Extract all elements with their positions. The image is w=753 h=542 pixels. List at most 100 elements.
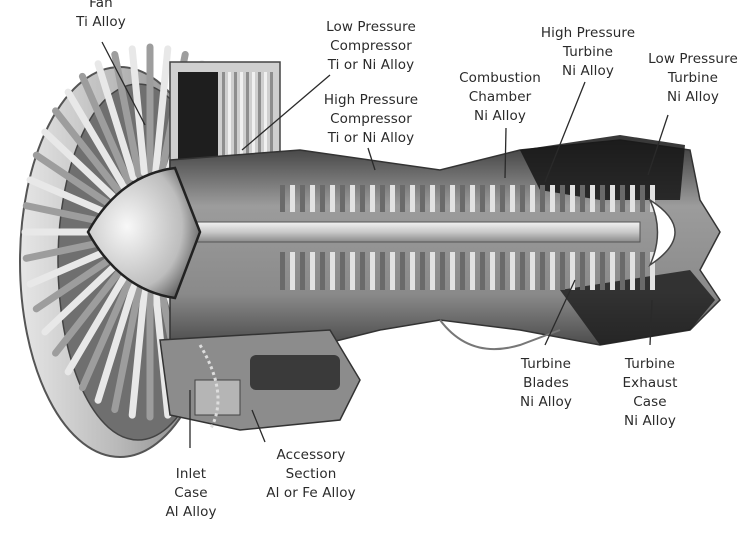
core-stage-blade (550, 252, 555, 290)
core-stage-blade (310, 185, 315, 212)
core-stage-blade (330, 252, 335, 290)
core-stage-blade (450, 185, 455, 212)
leader-lines (101, 41, 669, 448)
core-stage-blade (410, 252, 415, 290)
leader-low-pressure-compressor (241, 74, 331, 151)
core-stage-blade (470, 185, 475, 212)
core-stage-blade (580, 252, 585, 290)
core-stage-blade (410, 185, 415, 212)
core-stage-blade (470, 252, 475, 290)
label-line: Ni Alloy (520, 394, 572, 410)
leader-accessory-section (251, 409, 266, 443)
label-line: Turbine (562, 44, 614, 60)
core-stage-blade (360, 252, 365, 290)
label-line: Turbine (624, 356, 676, 372)
label-combustion-chamber: Combustion Chamber Ni Alloy (445, 69, 555, 126)
label-line: Inlet (175, 466, 207, 482)
core-stage-blade (430, 252, 435, 290)
core-stage-blade (400, 252, 405, 290)
core-stage-blade (440, 252, 445, 290)
core-stage-blade (450, 252, 455, 290)
core-stage-blade (300, 185, 305, 212)
core-stage-blade (620, 185, 625, 212)
label-line: Compressor (330, 38, 412, 54)
core-stage-blade (310, 252, 315, 290)
core-stage-blade (390, 185, 395, 212)
label-inlet-case: Inlet Case Al Alloy (148, 465, 234, 522)
core-stage-blade (360, 185, 365, 212)
core-stage-blade (610, 252, 615, 290)
core-stage-blade (640, 185, 645, 212)
label-turbine-exhaust-case: Turbine Exhaust Case Ni Alloy (602, 355, 698, 431)
core-stage-blade (490, 185, 495, 212)
label-line: Ni Alloy (474, 108, 526, 124)
core-stage-blade (390, 252, 395, 290)
core-stage-blade (490, 252, 495, 290)
label-line: Turbine (520, 356, 572, 372)
label-turbine-blades: Turbine Blades Ni Alloy (500, 355, 592, 412)
leader-combustion-chamber (504, 127, 507, 179)
core-stage-blade (600, 185, 605, 212)
label-line: Low Pressure (648, 51, 738, 67)
core-stage-blade (540, 252, 545, 290)
core-stage-blade (280, 185, 285, 212)
core-stage-blade (340, 252, 345, 290)
label-line: Ni Alloy (667, 89, 719, 105)
core-stage-blade (480, 185, 485, 212)
label-low-pressure-turbine: Low Pressure Turbine Ni Alloy (633, 50, 753, 107)
fan-blade (32, 151, 118, 211)
fan-blade (26, 245, 116, 288)
label-line: Exhaust (622, 375, 678, 391)
core-stage-blade (380, 252, 385, 290)
core-stage-blade (280, 252, 285, 290)
core-stage-blade (560, 185, 565, 212)
fan-blade (32, 253, 118, 313)
label-fan: Fan Ti Alloy (55, 0, 147, 32)
core-stage-blade (400, 185, 405, 212)
core-stage-blade (320, 185, 325, 212)
core-stage-blade (420, 185, 425, 212)
core-stage-blade (300, 252, 305, 290)
compressor-vane (240, 72, 243, 162)
fan-blade (52, 107, 124, 197)
label-line: High Pressure (323, 92, 419, 108)
label-line: Ti Alloy (76, 14, 126, 30)
core-stage-blade (510, 252, 515, 290)
spinner-nose-cone (86, 166, 202, 300)
core-stage-blade (630, 252, 635, 290)
compressor-vane (222, 72, 225, 162)
compressor-vane (264, 72, 267, 162)
label-line: Ni Alloy (562, 63, 614, 79)
core-stage-blade (510, 185, 515, 212)
label-line: Ti or Ni Alloy (327, 57, 415, 73)
core-stage-blade (550, 185, 555, 212)
compressor-vane (234, 72, 237, 162)
leader-fan (101, 41, 146, 126)
fan-blade (64, 88, 128, 191)
core-stage-blade (530, 185, 535, 212)
fan-blade (128, 287, 148, 419)
label-line: Fan (89, 0, 113, 11)
core-stage-blade (650, 252, 655, 290)
leader-low-pressure-turbine (647, 114, 669, 176)
main-shaft (149, 221, 641, 243)
label-line: Case (633, 394, 667, 410)
label-line: Turbine (667, 70, 719, 86)
fan-blade (26, 176, 116, 219)
core-stage-blade (570, 185, 575, 212)
core-stage-blade (500, 252, 505, 290)
core-stage-blade (370, 252, 375, 290)
label-line: Combustion (459, 70, 541, 86)
fan-blade (78, 72, 132, 186)
core-stage-blade (350, 185, 355, 212)
core-stage-blade (650, 185, 655, 212)
label-line: Ni Alloy (624, 413, 676, 429)
core-stage-blade (430, 185, 435, 212)
compressor-vane (246, 72, 249, 162)
core-stage-blade (340, 185, 345, 212)
core-stage-blade (530, 252, 535, 290)
fan-blade (94, 60, 137, 181)
core-stage-blade (630, 185, 635, 212)
label-high-pressure-turbine: High Pressure Turbine Ni Alloy (528, 24, 648, 81)
